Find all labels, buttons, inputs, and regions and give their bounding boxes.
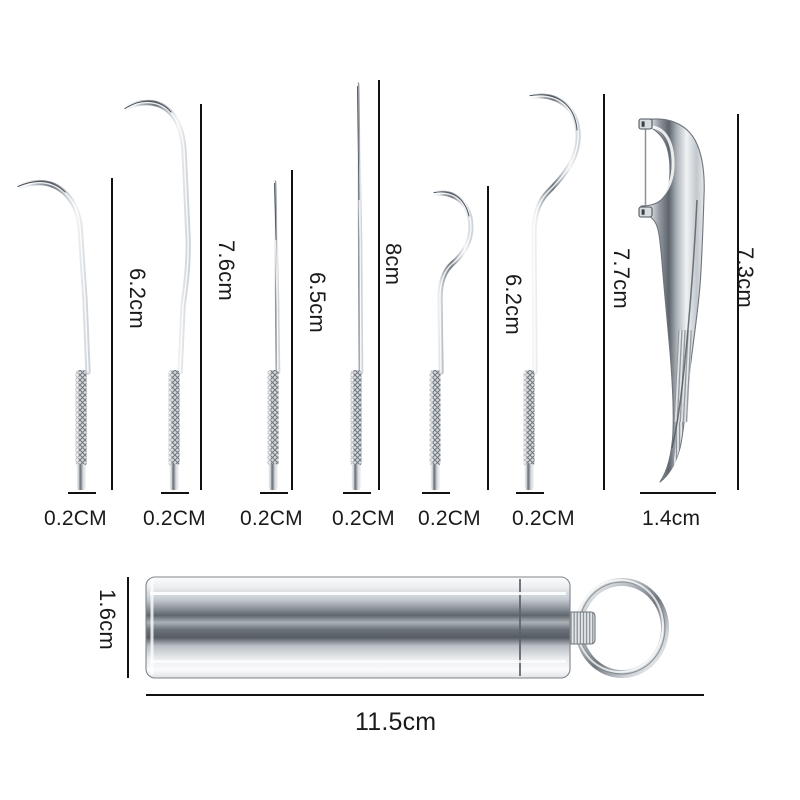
tool-1-angled-sickle-probe <box>13 179 91 490</box>
label-length-8cm: 8cm <box>381 243 406 286</box>
label-width-0-2cm-1: 0.2CM <box>44 507 107 530</box>
label-width-1-4cm: 1.4cm <box>642 507 701 530</box>
tool-4-long-straight-needle-probe <box>350 81 364 490</box>
tick-1-4cm <box>640 492 716 494</box>
label-width-0-2cm-2: 0.2CM <box>143 507 206 530</box>
label-case-height-1-6cm: 1.6cm <box>95 589 120 650</box>
label-length-6-2cm-b: 6.2cm <box>501 274 526 335</box>
label-width-0-2cm-6: 0.2CM <box>512 507 575 530</box>
label-length-7-7cm: 7.7cm <box>609 248 634 309</box>
label-length-7-3cm: 7.3cm <box>733 247 758 308</box>
label-case-length-11-5cm: 11.5cm <box>355 708 437 736</box>
tool-3-straight-needle-probe <box>267 179 281 490</box>
tick-0-2cm-2 <box>161 492 189 494</box>
tool-5-small-s-curve-scaler <box>429 190 474 490</box>
tick-0-2cm-3 <box>260 492 288 494</box>
label-width-0-2cm-4: 0.2CM <box>332 507 395 530</box>
rule-8cm <box>378 80 380 490</box>
metal-storage-canister <box>145 576 669 679</box>
rule-6-5cm <box>291 170 293 490</box>
label-length-6-5cm: 6.5cm <box>305 272 330 333</box>
label-length-6-2cm-a: 6.2cm <box>125 268 150 329</box>
tool-6-large-s-curve-scaler <box>523 93 581 490</box>
tick-0-2cm-5 <box>422 492 450 494</box>
tool-2-bent-hook-probe <box>120 99 191 490</box>
rule-6-2cm-a <box>111 178 113 490</box>
tick-0-2cm-4 <box>343 492 371 494</box>
rule-11-5cm <box>146 694 704 696</box>
rule-7-7cm <box>603 94 605 490</box>
rule-7-3cm <box>737 114 739 490</box>
rule-7-6cm <box>200 104 202 490</box>
label-length-7-6cm: 7.6cm <box>214 240 239 301</box>
rule-1-6cm <box>127 577 129 678</box>
tick-0-2cm-6 <box>516 492 544 494</box>
tool-8-floss-pick-holder <box>638 118 705 483</box>
tick-0-2cm-1 <box>68 492 96 494</box>
rule-6-2cm-b <box>487 186 489 490</box>
label-width-0-2cm-5: 0.2CM <box>418 507 481 530</box>
label-width-0-2cm-3: 0.2CM <box>240 507 303 530</box>
